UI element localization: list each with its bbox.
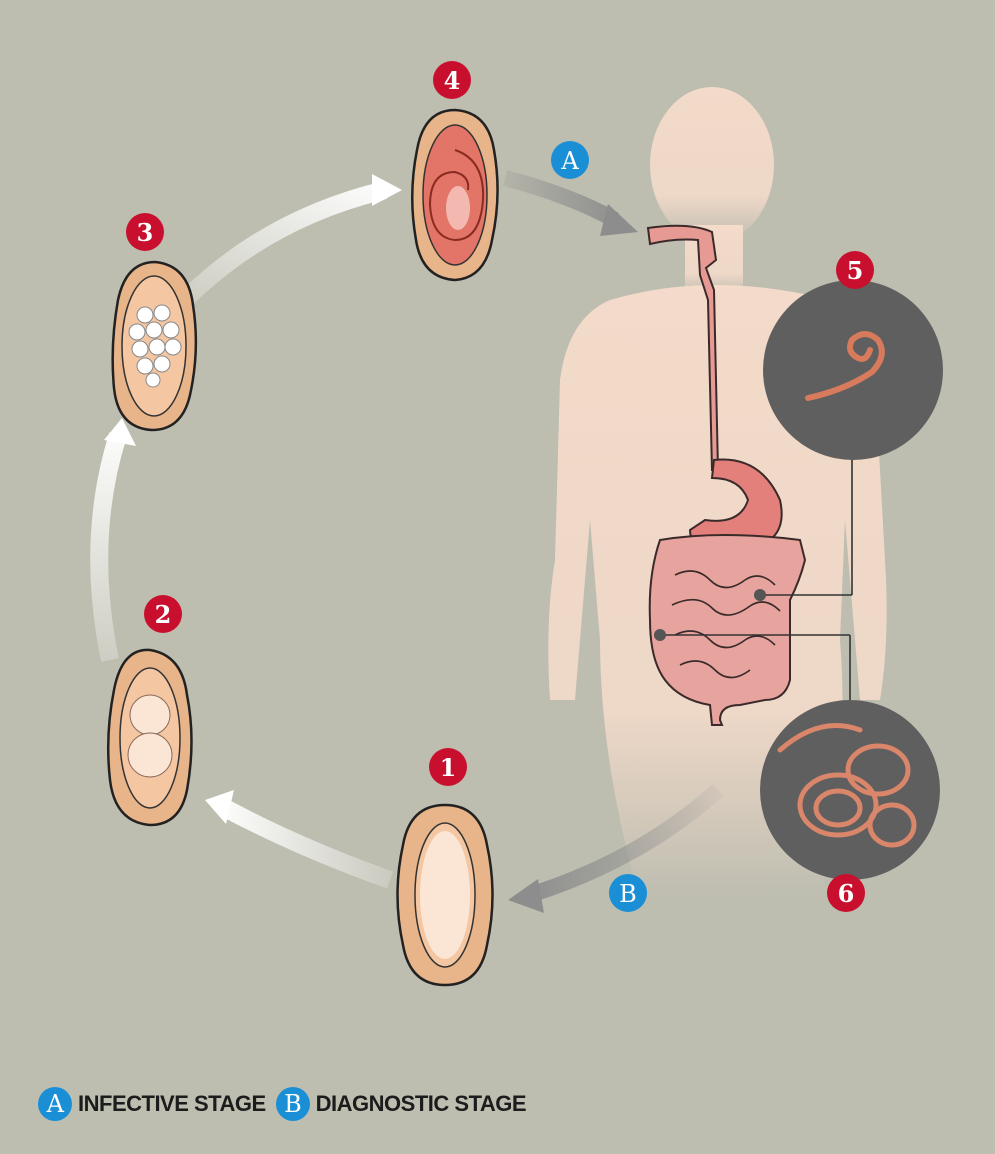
stage-badge-5: 5 <box>836 251 874 289</box>
stage-badge-2: 2 <box>144 595 182 633</box>
egg-stage-2 <box>106 648 193 827</box>
marker-infective-label: A <box>560 147 579 175</box>
stage-label-5: 5 <box>847 256 864 285</box>
zoom-circle-worms <box>760 700 940 880</box>
marker-diagnostic-label: B <box>619 880 637 908</box>
arrow-head-host-to-1 <box>508 879 544 913</box>
arrow-head-1-to-2 <box>205 790 234 824</box>
digestive-tract <box>646 224 807 726</box>
stage-badge-6: 6 <box>827 874 865 912</box>
egg-stage-3 <box>111 260 198 432</box>
cycle-arrows <box>90 170 724 913</box>
marker-diagnostic: B <box>609 874 647 912</box>
egg-stage-1 <box>396 803 494 987</box>
legend-diagnostic-badge: B <box>275 1087 310 1121</box>
stage-badge-4: 4 <box>433 61 471 99</box>
stage-label-6: 6 <box>838 879 855 908</box>
stage-badge-1: 1 <box>429 748 467 786</box>
arrow-head-2-to-3 <box>104 418 136 446</box>
arrow-head-4-to-host <box>600 204 638 236</box>
stage-label-4: 4 <box>444 66 461 95</box>
legend-diagnostic-text: DIAGNOSTIC STAGE <box>315 1091 527 1116</box>
marker-infective: A <box>551 141 589 179</box>
arrow-head-3-to-4 <box>372 174 402 206</box>
zoom-circle-adult-worm <box>763 280 943 460</box>
stage-label-3: 3 <box>137 218 154 247</box>
stage-label-1: 1 <box>440 753 457 782</box>
legend: A INFECTIVE STAGE B DIAGNOSTIC STAGE <box>38 1086 536 1122</box>
egg-stage-4 <box>411 108 499 282</box>
legend-infective-badge: A <box>38 1087 72 1121</box>
pointer-dot-6 <box>654 629 666 641</box>
legend-infective-text: INFECTIVE STAGE <box>78 1091 266 1116</box>
stage-badge-3: 3 <box>126 213 164 251</box>
stage-label-2: 2 <box>155 600 172 629</box>
pointer-dot-5 <box>754 589 766 601</box>
